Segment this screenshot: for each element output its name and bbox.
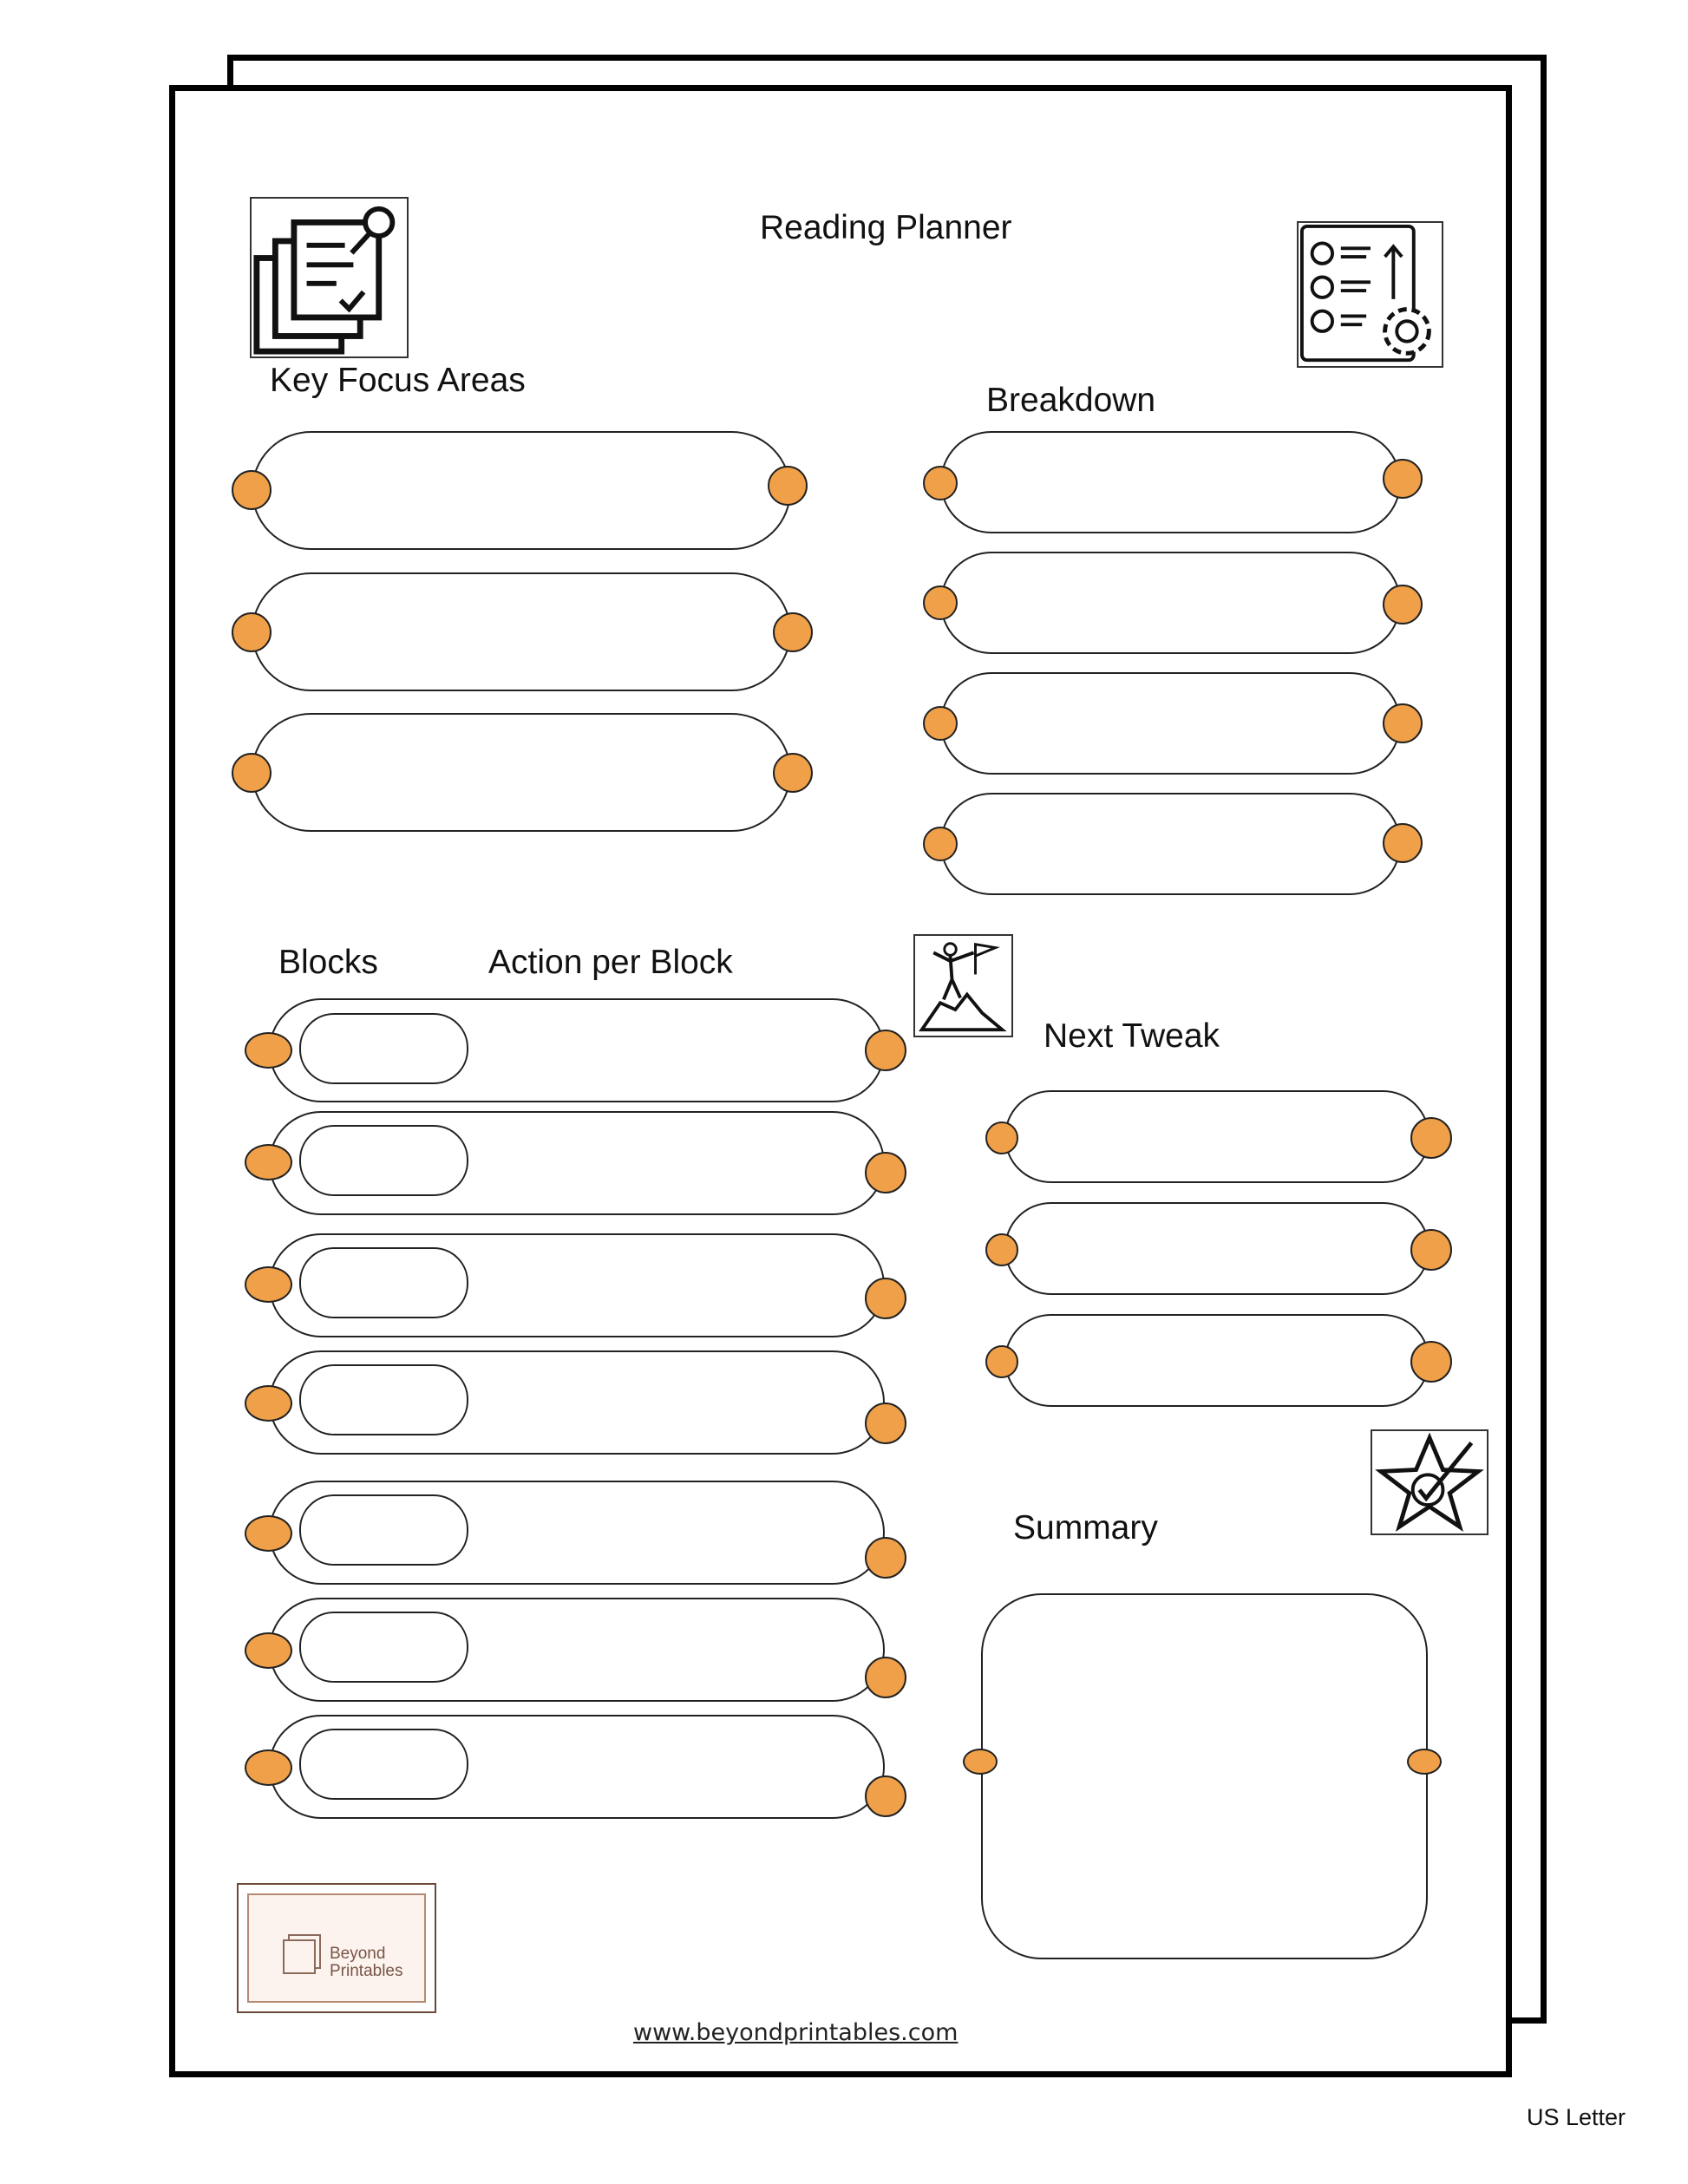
logo-frame: Beyond Printables xyxy=(247,1893,426,2003)
block-field[interactable] xyxy=(299,1494,468,1566)
next-tweak-field[interactable] xyxy=(1004,1202,1430,1295)
action-per-block-heading: Action per Block xyxy=(488,944,733,981)
field-dot xyxy=(865,1775,906,1817)
field-dot xyxy=(1383,459,1423,499)
field-dot xyxy=(1383,703,1423,743)
logo-line-1: Beyond xyxy=(330,1945,386,1963)
breakdown-field[interactable] xyxy=(940,431,1401,533)
brand-logo: Beyond Printables xyxy=(237,1883,436,2013)
logo-line-2: Printables xyxy=(330,1962,403,1980)
key-focus-field[interactable] xyxy=(252,713,791,832)
field-dot xyxy=(245,1749,292,1786)
field-dot xyxy=(1410,1341,1452,1383)
block-field[interactable] xyxy=(299,1125,468,1196)
notes-pin-icon xyxy=(250,197,409,358)
breakdown-field[interactable] xyxy=(940,552,1401,654)
field-dot xyxy=(768,466,808,506)
field-dot xyxy=(923,706,958,741)
field-dot xyxy=(1407,1749,1442,1775)
field-dot xyxy=(865,1278,906,1319)
field-dot xyxy=(1383,585,1423,624)
breakdown-field[interactable] xyxy=(940,793,1401,895)
field-dot xyxy=(245,1032,292,1069)
block-field[interactable] xyxy=(299,1013,468,1084)
block-field[interactable] xyxy=(299,1729,468,1800)
key-focus-areas-heading: Key Focus Areas xyxy=(270,362,526,399)
breakdown-heading: Breakdown xyxy=(986,382,1156,419)
field-dot xyxy=(985,1345,1018,1378)
block-field[interactable] xyxy=(299,1247,468,1318)
star-check-icon xyxy=(1371,1429,1488,1535)
field-dot xyxy=(865,1030,906,1071)
field-dot xyxy=(773,753,813,793)
field-dot xyxy=(985,1121,1018,1154)
breakdown-field[interactable] xyxy=(940,672,1401,775)
field-dot xyxy=(245,1515,292,1552)
stacked-pages-icon xyxy=(283,1934,321,1974)
block-field[interactable] xyxy=(299,1364,468,1435)
field-dot xyxy=(232,470,272,510)
block-field[interactable] xyxy=(299,1612,468,1683)
field-dot xyxy=(985,1233,1018,1266)
field-dot xyxy=(245,1385,292,1422)
field-dot xyxy=(232,753,272,793)
field-dot xyxy=(1410,1117,1452,1159)
next-tweak-heading: Next Tweak xyxy=(1044,1017,1220,1055)
field-dot xyxy=(773,612,813,652)
field-dot xyxy=(245,1266,292,1303)
field-dot xyxy=(865,1657,906,1698)
summary-heading: Summary xyxy=(1013,1509,1158,1546)
field-dot xyxy=(963,1749,998,1775)
page-title: Reading Planner xyxy=(760,209,1012,246)
next-tweak-field[interactable] xyxy=(1004,1090,1430,1183)
field-dot xyxy=(232,612,272,652)
field-dot xyxy=(245,1144,292,1180)
field-dot xyxy=(1410,1229,1452,1271)
field-dot xyxy=(923,827,958,861)
blocks-heading: Blocks xyxy=(278,944,378,981)
summary-field[interactable] xyxy=(981,1593,1428,1959)
field-dot xyxy=(923,466,958,500)
key-focus-field[interactable] xyxy=(252,572,791,691)
next-tweak-field[interactable] xyxy=(1004,1314,1430,1407)
field-dot xyxy=(1383,823,1423,863)
paper-size-label: US Letter xyxy=(1527,2104,1626,2130)
field-dot xyxy=(923,585,958,620)
logo-text: Beyond Printables xyxy=(330,1945,403,1980)
field-dot xyxy=(245,1632,292,1669)
summit-flag-icon xyxy=(913,934,1013,1037)
field-dot xyxy=(865,1403,906,1444)
field-dot xyxy=(865,1537,906,1579)
key-focus-field[interactable] xyxy=(252,431,791,550)
website-link[interactable]: www.beyondprintables.com xyxy=(633,2019,958,2046)
field-dot xyxy=(865,1152,906,1193)
numbered-list-gear-icon xyxy=(1297,221,1443,368)
